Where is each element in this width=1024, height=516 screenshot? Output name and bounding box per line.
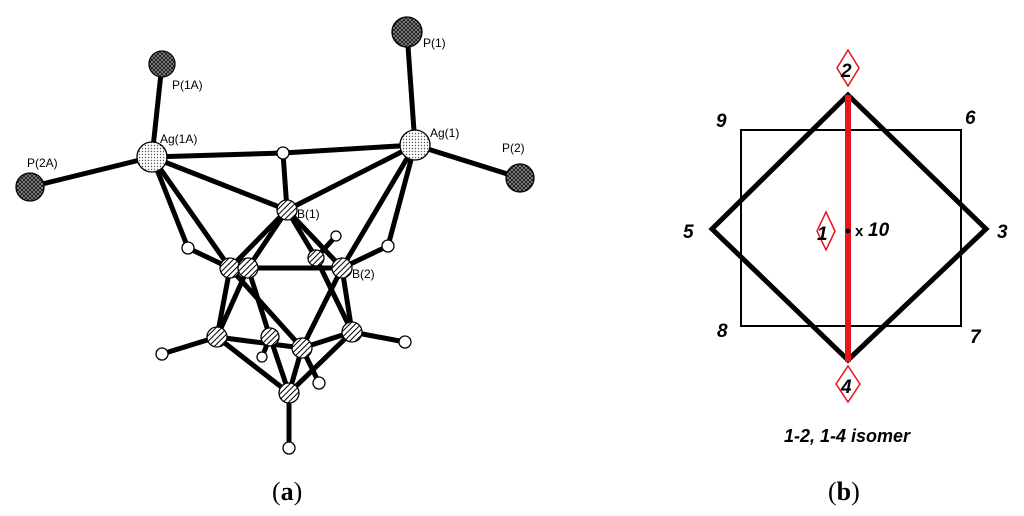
marker-2: [836, 48, 860, 88]
boron-atom: [237, 257, 259, 279]
vertex-labels: 2 4 1 x 10 3 5 6 7 8 9: [683, 61, 1008, 398]
panel-a-structure: P(1) P(1A) P(2) P(2A) Ag(1) Ag(1A) B(1) …: [15, 16, 535, 506]
vertex-4: 4: [840, 377, 852, 398]
boron-atom: [219, 257, 241, 279]
p2-atom: [505, 163, 535, 193]
label-ag1a: Ag(1A): [160, 132, 197, 146]
vertex-1: 1: [817, 224, 828, 245]
vertex-5: 5: [683, 222, 694, 243]
hydrogen-atom: [398, 335, 412, 349]
vertex-7: 7: [970, 327, 982, 348]
p1a-atom: [148, 50, 176, 78]
boron-atom: [260, 327, 280, 347]
label-ag1: Ag(1): [430, 126, 459, 140]
label-p1a: P(1A): [172, 78, 203, 92]
atom-labels: P(1) P(1A) P(2) P(2A) Ag(1) Ag(1A) B(1) …: [27, 36, 525, 281]
vertex-6: 6: [965, 108, 976, 129]
b2-atom: [331, 257, 353, 279]
center-dot: [845, 228, 851, 234]
panel-b-label: (b): [828, 477, 860, 506]
bonds: [27, 29, 523, 451]
vertex-8: 8: [717, 321, 728, 342]
vertex-2: 2: [840, 61, 852, 82]
p2a-atom: [15, 172, 45, 202]
vertex-markers: [816, 48, 861, 404]
marker-x: x: [855, 223, 864, 240]
boron-atom: [278, 382, 300, 404]
hydrogen-atom: [181, 241, 195, 255]
hydrogen-atom: [312, 376, 326, 390]
p1-atom: [391, 16, 423, 48]
ag1a-atom: [136, 141, 168, 173]
boron-atom: [291, 337, 313, 359]
hydrogen-atom: [282, 441, 296, 455]
boron-atom: [341, 321, 363, 343]
label-p2a: P(2A): [27, 156, 58, 170]
hydrogen-atom: [256, 351, 268, 363]
marker-1: [816, 210, 836, 252]
marker-4: [835, 364, 861, 404]
boron-atom: [206, 326, 228, 348]
boron-atom: [307, 249, 325, 267]
ag1-atom: [399, 129, 431, 161]
panel-a-label: (a): [272, 477, 302, 506]
vertex-9: 9: [716, 111, 727, 132]
vertex-10: 10: [868, 220, 890, 241]
b1-atom: [276, 199, 298, 221]
panel-b-schematic: 2 4 1 x 10 3 5 6 7 8 9 1-2, 1-4 isomer (…: [683, 48, 1008, 506]
atoms: [15, 16, 535, 455]
label-b2: B(2): [352, 267, 375, 281]
isomer-caption: 1-2, 1-4 isomer: [784, 426, 911, 446]
hydrogen-atom: [381, 239, 395, 253]
hydrogen-atom: [276, 146, 290, 160]
hydrogen-atom: [155, 347, 169, 361]
label-p1: P(1): [423, 36, 446, 50]
vertex-3: 3: [997, 222, 1008, 243]
label-p2: P(2): [502, 141, 525, 155]
label-b1: B(1): [297, 207, 320, 221]
hydrogen-atom: [330, 230, 342, 242]
